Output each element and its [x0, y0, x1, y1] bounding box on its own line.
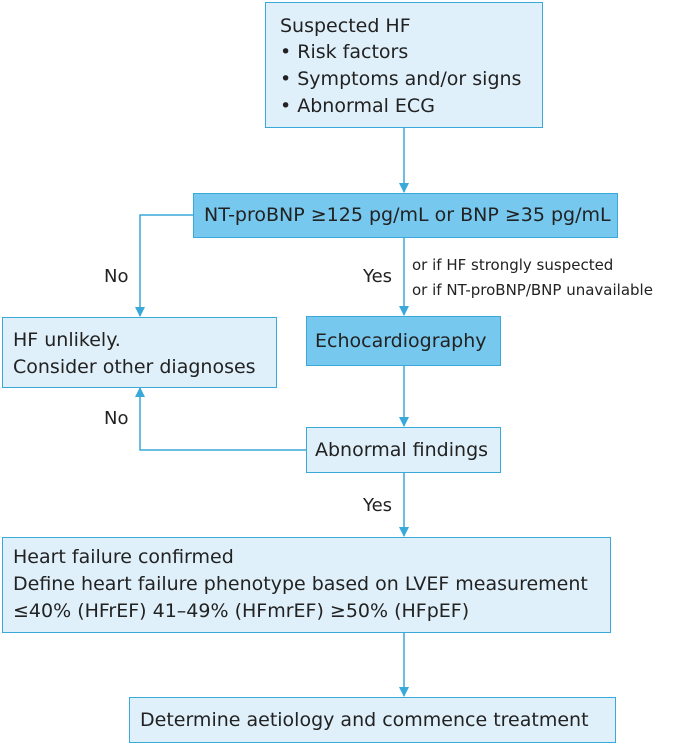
- natriuretic-peptide-box: NT-proBNP ≥125 pg/mL or BNP ≥35 pg/mL: [193, 193, 618, 238]
- abnormal-findings-label: Abnormal findings: [315, 439, 489, 461]
- echocardiography-label: Echocardiography: [315, 330, 487, 352]
- arrow-abnormal-to-unlikely: [135, 387, 306, 451]
- abnormal-findings-box: Abnormal findings: [306, 427, 501, 473]
- suspected-hf-box: Suspected HF • Risk factors • Symptoms a…: [265, 2, 543, 128]
- no-label-bottom: No: [104, 408, 129, 429]
- echocardiography-box: Echocardiography: [306, 316, 501, 366]
- aetiology-box: Determine aetiology and commence treatme…: [129, 697, 616, 743]
- hf-confirmed-box: Heart failure confirmed Define heart fai…: [2, 537, 611, 633]
- arrow-natriuretic-to-unlikely: [135, 214, 193, 317]
- yes-label-bottom: Yes: [363, 495, 393, 516]
- suspected-hf-item: • Abnormal ECG: [280, 95, 435, 117]
- side-note-line: or if HF strongly suspected: [412, 256, 614, 274]
- suspected-hf-item: • Symptoms and/or signs: [280, 68, 522, 90]
- no-label-top: No: [104, 266, 129, 287]
- hf-confirmed-line: Heart failure confirmed: [13, 546, 234, 568]
- suspected-hf-title: Suspected HF: [280, 15, 411, 37]
- hf-unlikely-line: Consider other diagnoses: [13, 356, 256, 378]
- yes-label-top: Yes: [363, 266, 393, 287]
- hf-unlikely-box: HF unlikely. Consider other diagnoses: [2, 317, 277, 388]
- suspected-hf-item: • Risk factors: [280, 41, 409, 63]
- natriuretic-peptide-label: NT-proBNP ≥125 pg/mL or BNP ≥35 pg/mL: [204, 204, 611, 226]
- hf-confirmed-line: Define heart failure phenotype based on …: [13, 573, 588, 595]
- hf-confirmed-line: ≤40% (HFrEF) 41–49% (HFmrEF) ≥50% (HFpEF…: [13, 600, 470, 622]
- aetiology-label: Determine aetiology and commence treatme…: [140, 709, 589, 731]
- side-note-line: or if NT-proBNP/BNP unavailable: [412, 281, 653, 299]
- hf-unlikely-line: HF unlikely.: [13, 329, 121, 351]
